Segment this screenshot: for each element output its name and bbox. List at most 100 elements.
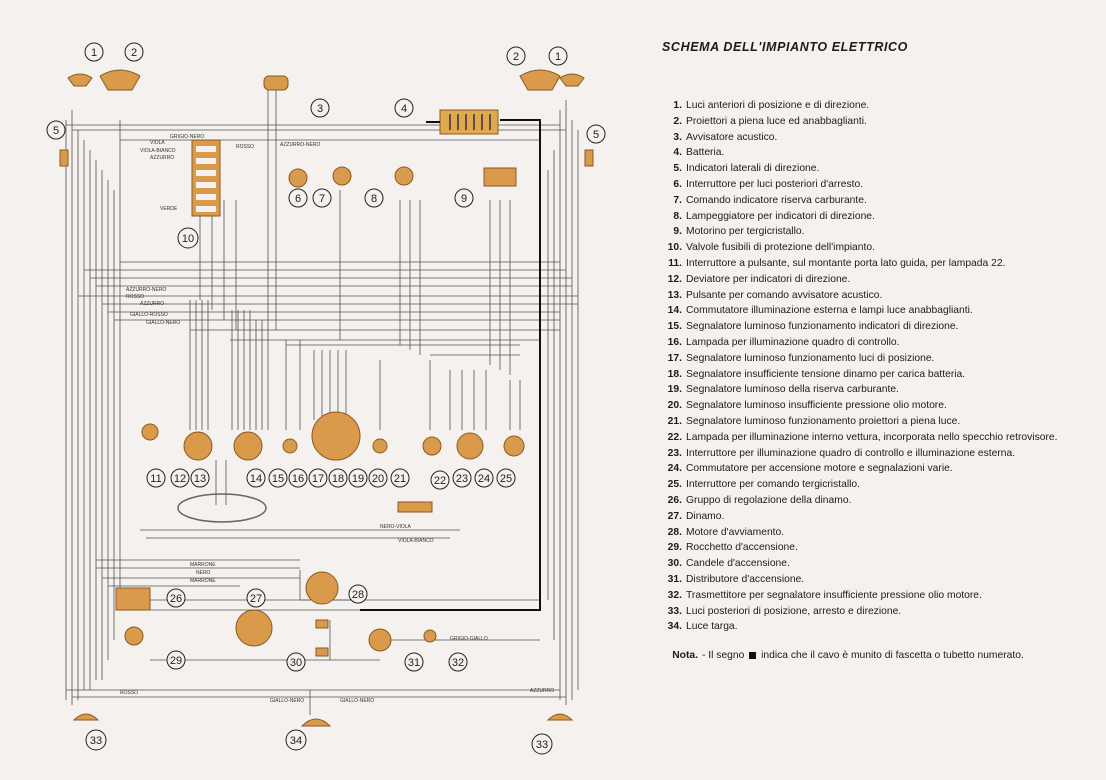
item-number: 6.	[673, 178, 682, 190]
svg-text:32: 32	[452, 657, 464, 669]
item-number: 26.	[667, 494, 682, 506]
list-item: 4.Batteria.	[652, 145, 1092, 161]
list-item: 23.Interruttore per illuminazione quadro…	[652, 446, 1092, 462]
item-text: Commutatore per accensione motore e segn…	[686, 463, 953, 475]
label-23: 23	[452, 468, 472, 488]
fuel-reserve-sender	[332, 166, 352, 186]
svg-text:13: 13	[194, 473, 206, 485]
label-22: 22	[430, 470, 450, 490]
item-text: Lampada per illuminazione quadro di cont…	[686, 336, 900, 348]
list-item: 11.Interruttore a pulsante, sul montante…	[652, 256, 1092, 272]
wire-label: ROSSO	[120, 690, 138, 696]
item-text: Batteria.	[686, 147, 725, 159]
item-text: Interruttore per illuminazione quadro di…	[686, 447, 1016, 459]
side-indicator-right	[584, 149, 594, 167]
svg-text:30: 30	[290, 657, 302, 669]
black-square-icon	[749, 651, 757, 659]
list-item: 13.Pulsante per comando avvisatore acust…	[652, 288, 1092, 304]
wire-label: VIOLA-BIANCO	[398, 538, 434, 544]
wire-label: AZZURRO-NERO	[280, 142, 320, 148]
item-number: 19.	[667, 384, 682, 396]
wiper-motor	[483, 167, 517, 187]
label-25: 25	[496, 468, 516, 488]
list-item: 29.Rocchetto d'accensione.	[652, 540, 1092, 556]
label-9: 9	[454, 188, 474, 208]
wire-label: MARRONE	[190, 578, 216, 584]
wire-label: VIOLA	[150, 140, 165, 146]
indicator-lamp-15	[282, 438, 298, 454]
svg-text:34: 34	[290, 735, 302, 747]
item-text: Segnalatore luminoso insufficiente press…	[686, 400, 947, 412]
list-item: 24. Commutatore per accensione motore e s…	[652, 461, 1092, 477]
item-text: Gruppo di regolazione della dinamo.	[686, 494, 852, 506]
legend: SCHEMA DELL'IMPIANTO ELETTRICO 1.Luci an…	[652, 40, 1092, 663]
item-text: Segnalatore luminoso funzionamento proie…	[686, 415, 961, 427]
svg-text:26: 26	[170, 593, 182, 605]
svg-text:16: 16	[292, 473, 304, 485]
svg-text:12: 12	[174, 473, 186, 485]
note-label: Nota.	[672, 650, 698, 662]
label-20: 20	[368, 468, 388, 488]
label-15: 15	[268, 468, 288, 488]
svg-text:27: 27	[250, 593, 262, 605]
wire-label: GIALLO-NERO	[340, 698, 374, 704]
list-item: 20.Segnalatore luminoso insufficiente pr…	[652, 398, 1092, 414]
indicator-lamp-21	[372, 438, 388, 454]
wire-label: GIALLO-ROSSO	[130, 312, 168, 318]
label-32: 32	[448, 652, 468, 672]
list-item: 33.Luci posteriori di posizione, arresto…	[652, 604, 1092, 620]
svg-text:8: 8	[371, 193, 377, 205]
label-31: 31	[404, 652, 424, 672]
wire-label: AZZURRO-NERO	[126, 287, 166, 293]
item-text: Interruttore per comando tergicristallo.	[686, 479, 860, 491]
list-item: 18.Segnalatore insufficiente tensione di…	[652, 367, 1092, 383]
list-item: 31.Distributore d'accensione.	[652, 572, 1092, 588]
list-item: 1.Luci anteriori di posizione e di direz…	[652, 98, 1092, 114]
item-number: 5.	[673, 163, 682, 175]
wire-label: GIALLO-NERO	[270, 698, 304, 704]
wire-label: GIALLO-NERO	[146, 320, 180, 326]
item-text: Distributore d'accensione.	[686, 573, 805, 585]
label-33: 33	[85, 729, 107, 751]
list-item: 15.Segnalatore luminoso funzionamento in…	[652, 319, 1092, 335]
lights-commutator	[233, 431, 263, 461]
item-number: 17.	[667, 352, 682, 364]
list-item: 27.Dinamo.	[652, 509, 1092, 525]
list-item: 7.Comando indicatore riserva carburante.	[652, 193, 1092, 209]
label-16: 16	[288, 468, 308, 488]
item-number: 29.	[667, 542, 682, 554]
item-number: 28.	[667, 526, 682, 538]
wire-label: AZZURRO	[140, 301, 164, 307]
svg-text:33: 33	[536, 739, 548, 751]
svg-text:29: 29	[170, 655, 182, 667]
item-number: 24.	[667, 463, 682, 475]
svg-text:20: 20	[372, 473, 384, 485]
item-number: 30.	[667, 558, 682, 570]
wire-color-labels: GRIGIO-NERO VIOLA VIOLA-BIANCO AZZURRO V…	[120, 134, 554, 704]
side-indicator-left	[59, 149, 69, 167]
svg-text:28: 28	[352, 589, 364, 601]
front-lights-left	[67, 69, 141, 91]
item-number: 27.	[667, 510, 682, 522]
rear-light-left	[72, 713, 100, 721]
item-text: Indicatori laterali di direzione.	[686, 163, 820, 175]
horn	[263, 75, 289, 91]
component-list: 1.Luci anteriori di posizione e di direz…	[652, 98, 1092, 635]
list-item: 10.Valvole fusibili di protezione dell'i…	[652, 240, 1092, 256]
svg-text:1: 1	[555, 51, 561, 63]
fuse-box	[191, 139, 221, 217]
panel-light-switch	[422, 436, 442, 456]
wiring-diagram: GRIGIO-NERO VIOLA VIOLA-BIANCO AZZURRO V…	[46, 42, 606, 755]
label-26: 26	[166, 588, 186, 608]
list-item: 3.Avvisatore acustico.	[652, 130, 1092, 146]
spark-plug-1	[315, 619, 329, 629]
list-item: 25.Interruttore per comando tergicristal…	[652, 477, 1092, 493]
svg-text:5: 5	[593, 129, 599, 141]
item-text: Interruttore per luci posteriori d'arres…	[686, 178, 864, 190]
svg-text:31: 31	[408, 657, 420, 669]
list-item: 8.Lampeggiatore per indicatori di direzi…	[652, 209, 1092, 225]
item-number: 3.	[673, 131, 682, 143]
battery-cable	[360, 119, 541, 611]
label-12: 12	[170, 468, 190, 488]
list-item: 26. Gruppo di regolazione della dinamo.	[652, 493, 1092, 509]
